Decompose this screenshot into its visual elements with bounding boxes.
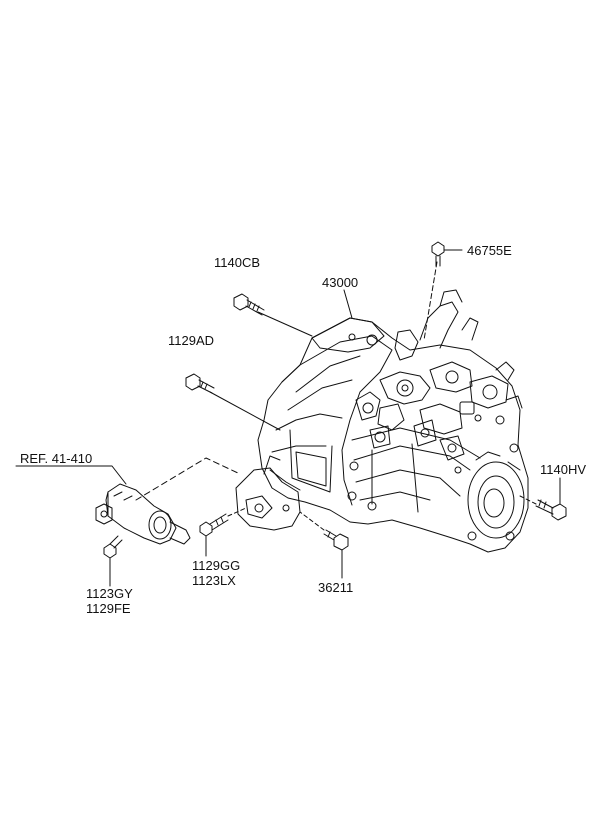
bolt-46755e [431, 241, 445, 267]
callout-43000: 43000 [322, 275, 359, 290]
bolt-1129gg [199, 513, 229, 537]
callout-1140cb: 1140CB [214, 255, 261, 270]
transaxle-assembly [257, 289, 529, 553]
leader-1129gg-dash [227, 507, 247, 517]
leader-release-dash [135, 457, 241, 501]
leader-43000 [343, 289, 353, 319]
callout-1129ad: 1129AD [168, 333, 215, 348]
callout-1129gg: 1129GG [192, 558, 241, 573]
release-cylinder [95, 483, 191, 545]
leader-46755e-b [423, 261, 438, 341]
leader-1129ad [209, 391, 281, 431]
callout-1129fe: 1129FE [86, 601, 131, 616]
leader-lines [15, 249, 561, 587]
callout-46755e: 46755E [467, 243, 512, 258]
leader-ref [15, 465, 127, 485]
callout-1123gy: 1123GY [86, 586, 133, 601]
bolt-36211 [323, 529, 349, 551]
callout-36211: 36211 [318, 580, 354, 595]
bolt-1140cb [233, 293, 265, 316]
bolt-1129ad [185, 373, 215, 394]
bolt-1123gy [103, 535, 123, 559]
leader-36211-dash [299, 511, 325, 531]
leader-1140cb [257, 311, 313, 337]
mount-bracket [235, 455, 301, 531]
callout-1123lx: 1123LX [192, 573, 236, 588]
bolt-1140hv [535, 499, 567, 521]
leader-1140hv-dash [519, 495, 537, 505]
callout-1140hv: 1140HV [540, 462, 587, 477]
callout-ref-41-410: REF. 41-410 [20, 451, 93, 466]
